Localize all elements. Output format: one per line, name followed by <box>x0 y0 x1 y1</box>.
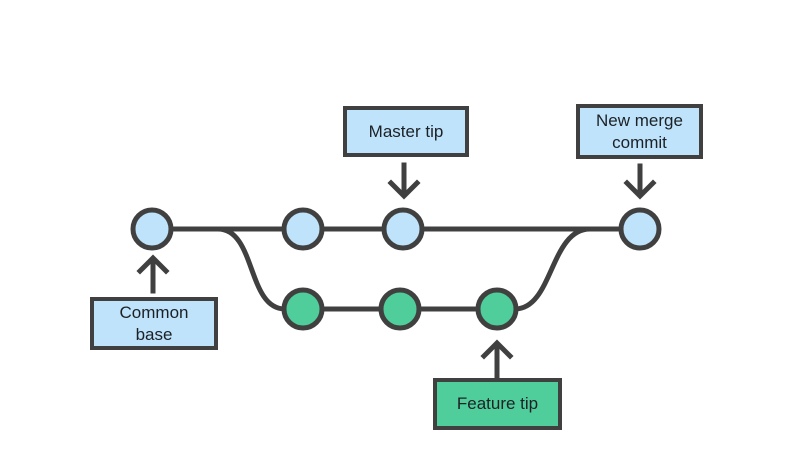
master-tip-label-text: Master tip <box>368 121 444 141</box>
new-merge-commit-label: New merge commit <box>576 104 703 159</box>
master-tip-node <box>381 207 425 251</box>
arrow-up-feature-tip <box>480 339 514 379</box>
new-merge-commit-label-text: New merge commit <box>596 111 683 152</box>
feature-tip-node <box>475 287 519 331</box>
common-base-label: Common base <box>90 297 218 350</box>
branch-merge-curve <box>514 226 591 312</box>
common-base-label-text: Common base <box>119 303 189 344</box>
merge-commit-node <box>618 207 662 251</box>
arrow-down-new-merge-commit <box>623 163 657 200</box>
feature-commit-node-1 <box>281 287 325 331</box>
master-commit-node <box>281 207 325 251</box>
common-base-node <box>130 207 174 251</box>
feature-tip-label-text: Feature tip <box>456 394 539 414</box>
branch-diverge-curve <box>217 226 286 312</box>
arrow-down-master-tip <box>387 162 421 200</box>
master-tip-label: Master tip <box>343 106 469 157</box>
feature-tip-label: Feature tip <box>433 378 562 430</box>
arrow-up-common-base <box>136 254 170 294</box>
feature-commit-node-2 <box>378 287 422 331</box>
